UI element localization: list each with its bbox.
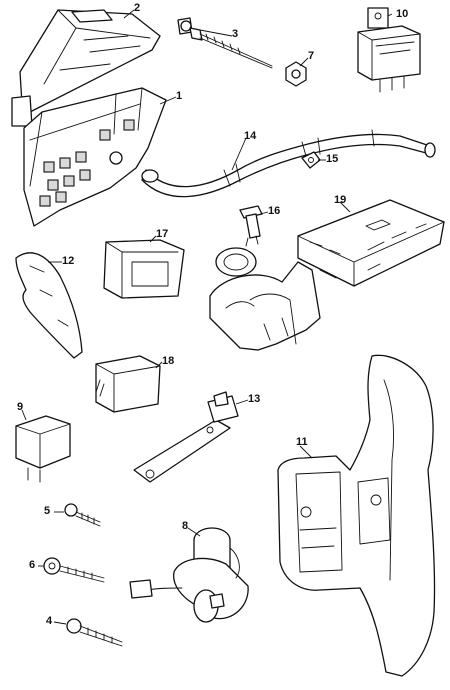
callout-16: 16 [268,205,281,217]
callout-3: 3 [232,28,239,40]
callout-19: 19 [334,194,347,206]
callout-9: 9 [17,401,24,413]
part-6-screw-washer [43,557,105,583]
callout-4: 4 [46,615,53,627]
part-14-wiring-loom [141,129,436,198]
part-8-motor [129,527,249,623]
part-9-relay [15,415,71,483]
part-4-screw [66,618,123,647]
column-shroud [209,247,321,351]
callout-12: 12 [62,255,75,267]
part-13-sensor-arm [133,391,239,483]
part-16-push-rivet [239,205,263,247]
callout-10: 10 [396,8,409,20]
callout-6: 6 [29,559,36,571]
part-11-large-panel [277,354,436,677]
callout-1: 1 [176,90,183,102]
callout-11: 11 [296,436,308,448]
callout-5: 5 [44,505,51,517]
callout-2: 2 [134,2,141,14]
part-10-relay [357,7,421,93]
part-1-fusebox-base [23,87,167,227]
part-17-bracket [103,239,185,299]
part-12-trim-panel [15,252,83,359]
part-19-control-module [297,199,445,287]
callout-13: 13 [248,393,261,405]
callout-17: 17 [156,228,169,240]
callout-8: 8 [182,520,189,532]
callout-14: 14 [244,130,257,142]
part-2-fusebox-cover [11,9,161,127]
leader-lines [21,9,393,625]
callout-7: 7 [308,50,315,62]
part-3-long-bolt [177,17,273,69]
part-7-nut [285,61,307,87]
part-5-short-screw [64,503,101,527]
part-18-relay [95,355,161,413]
callout-18: 18 [162,355,175,367]
callout-15: 15 [326,153,339,165]
